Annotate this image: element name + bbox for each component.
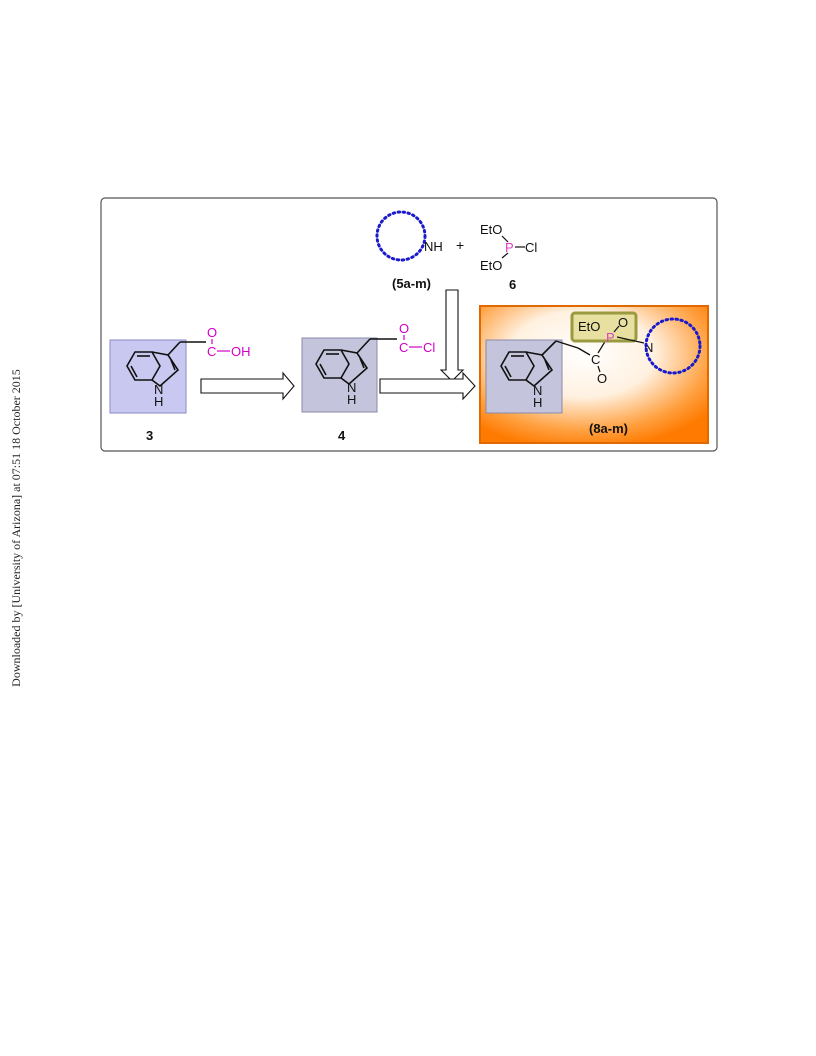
o-p-bond-bottom: [501, 252, 509, 259]
phosphonyl-box: [570, 311, 638, 343]
cl-atom-6: Cl: [525, 240, 537, 255]
carbonyl-c-8: C: [591, 352, 600, 367]
carbonyl-o-3: O: [207, 325, 217, 340]
eto-8: EtO: [578, 319, 600, 334]
p-o-double-bond: [613, 325, 620, 333]
compound-3: N H O C OH 3: [109, 325, 251, 443]
indole-h-3: H: [154, 394, 163, 409]
indole-structure-8: [500, 340, 557, 388]
co-double-bond-8: [597, 365, 601, 373]
indole-box-3: [109, 339, 187, 414]
indole-h-8: H: [533, 395, 542, 410]
plus-sign: +: [456, 237, 464, 253]
eto-top-6: EtO: [480, 222, 502, 237]
p-n-bond-8: [616, 336, 645, 344]
carbonyl-o-8: O: [597, 371, 607, 386]
phosphite-label: 6: [509, 277, 516, 292]
reaction-arrow-2: [379, 371, 476, 401]
indole-structure-3: [126, 341, 181, 388]
reaction-arrow-vertical: [439, 289, 465, 382]
product-ring-dashed: [644, 317, 702, 375]
product-8: N H C O EtO P O N (8a-m): [479, 305, 709, 444]
amine-nh: NH: [424, 239, 443, 254]
indole-n-8: N: [533, 383, 542, 398]
ch2-c-bond-8: [577, 347, 591, 356]
indole-box-4: [301, 337, 378, 413]
amine-label: (5a-m): [392, 276, 431, 291]
indole-structure-4: [315, 338, 371, 386]
reaction-arrow-1: [200, 371, 295, 401]
amine-ring-dashed: [375, 210, 427, 262]
amine-reagent-5: NH (5a-m): [375, 210, 443, 291]
indole-box-8: [485, 339, 563, 414]
carbonyl-c-4: C: [399, 340, 408, 355]
phosphite-reagent-6: EtO P Cl EtO 6: [480, 222, 537, 292]
compound-4-label: 4: [338, 428, 346, 443]
p-atom-8: P: [606, 330, 615, 345]
ch2-bond-8: [555, 340, 579, 349]
indole-n-3: N: [154, 382, 163, 397]
p-o-atom-8: O: [618, 315, 628, 330]
eto-bottom-6: EtO: [480, 258, 502, 273]
product-label: (8a-m): [589, 421, 628, 436]
cl-group-4: Cl: [423, 340, 435, 355]
compound-4: N H O C Cl 4: [301, 321, 435, 443]
carbonyl-c-3: C: [207, 344, 216, 359]
o-p-bond-top: [501, 235, 509, 243]
n-atom-8: N: [644, 340, 653, 355]
compound-3-label: 3: [146, 428, 153, 443]
oh-group-3: OH: [231, 344, 251, 359]
p-atom-6: P: [505, 240, 514, 255]
carbonyl-o-4: O: [399, 321, 409, 336]
indole-n-4: N: [347, 380, 356, 395]
indole-h-4: H: [347, 392, 356, 407]
